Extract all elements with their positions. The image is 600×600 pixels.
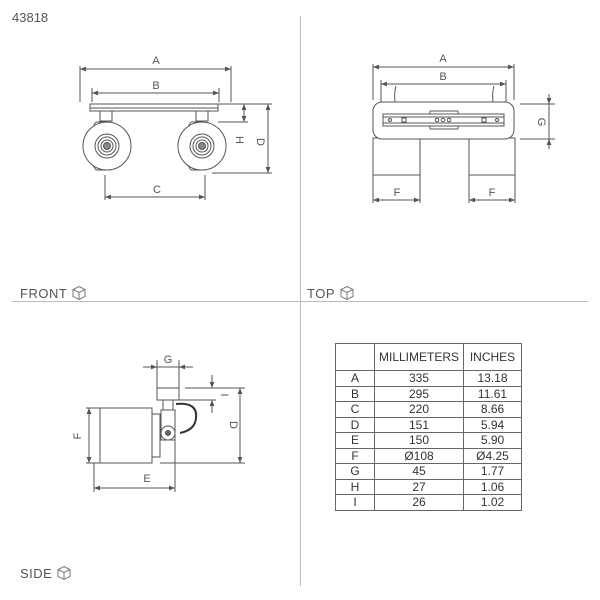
table-header-inches: INCHES <box>463 343 522 371</box>
table-cell: C <box>335 401 375 418</box>
product-code: 43818 <box>12 10 49 25</box>
table-cell: 335 <box>374 370 464 387</box>
table-cell: 1.77 <box>463 463 522 480</box>
table-header-row: MILLIMETERS INCHES <box>335 343 522 371</box>
table-cell: 27 <box>374 478 464 495</box>
table-cell: 11.61 <box>463 385 522 402</box>
horizontal-divider <box>12 301 588 302</box>
table-cell: 295 <box>374 385 464 402</box>
front-dim-b: B <box>152 80 159 92</box>
front-dim-h: H <box>233 136 245 144</box>
table-cell: 45 <box>374 463 464 480</box>
cube-icon <box>72 285 86 301</box>
cube-icon <box>57 565 71 581</box>
top-dim-b: B <box>439 71 446 83</box>
table-cell: 150 <box>374 432 464 449</box>
table-cell: 1.06 <box>463 478 522 495</box>
table-cell: D <box>335 416 375 433</box>
front-dim-c: C <box>153 184 161 196</box>
table-header-millimeters: MILLIMETERS <box>374 343 464 371</box>
table-cell: Ø108 <box>374 447 464 464</box>
front-view-label: FRONT <box>20 285 87 301</box>
side-dim-e: E <box>143 473 150 485</box>
table-cell: F <box>335 447 375 464</box>
table-cell: I <box>335 494 375 511</box>
table-cell: 5.90 <box>463 432 522 449</box>
top-view-label: TOP <box>307 285 355 301</box>
table-cell: Ø4.25 <box>463 447 522 464</box>
table-cell: E <box>335 432 375 449</box>
table-cell: 5.94 <box>463 416 522 433</box>
table-cell: 26 <box>374 494 464 511</box>
side-view-label: SIDE <box>20 565 72 581</box>
side-view-drawing <box>86 360 245 492</box>
top-dim-f-left: F <box>394 187 401 199</box>
side-dim-i: I <box>218 393 230 396</box>
table-cell: 220 <box>374 401 464 418</box>
top-dim-f-right: F <box>489 187 496 199</box>
table-header-letter <box>335 343 375 371</box>
front-dim-a: A <box>152 55 160 67</box>
table-cell: 151 <box>374 416 464 433</box>
table-cell: H <box>335 478 375 495</box>
table-cell: 8.66 <box>463 401 522 418</box>
table-cell: 13.18 <box>463 370 522 387</box>
top-dim-g: G <box>535 118 547 127</box>
table-cell: G <box>335 463 375 480</box>
side-dim-d: D <box>227 421 239 429</box>
front-view-drawing <box>79 66 272 200</box>
table-cell: A <box>335 370 375 387</box>
side-dim-g: G <box>164 354 173 366</box>
table-cell: B <box>335 385 375 402</box>
top-dim-a: A <box>439 53 447 65</box>
side-dim-f: F <box>72 432 84 439</box>
cube-icon <box>340 285 354 301</box>
table-cell: 1.02 <box>463 494 522 511</box>
front-dim-d: D <box>254 138 266 146</box>
top-view-drawing <box>372 64 555 203</box>
